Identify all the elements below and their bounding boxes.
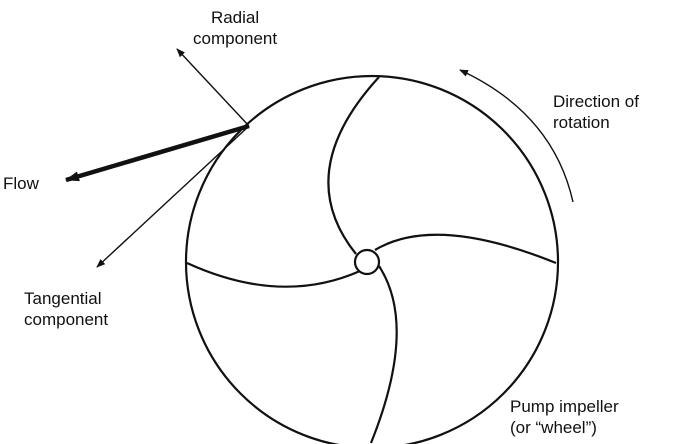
direction-of-rotation-label-line1: Direction of	[553, 92, 639, 111]
impeller-hub	[353, 248, 381, 276]
pump-impeller-label-line2: (or “wheel”)	[510, 418, 597, 437]
direction-of-rotation-label-line2: rotation	[553, 113, 610, 132]
flow-label: Flow	[3, 174, 39, 193]
rotation-direction-arrow	[459, 69, 574, 203]
direction-of-rotation-label: Direction of rotation	[553, 91, 639, 133]
vane-right	[374, 233, 557, 265]
radial-component-arrow	[176, 48, 250, 127]
pump-impeller-label: Pump impeller (or “wheel”)	[510, 396, 619, 438]
tangential-component-label-line1: Tangential	[24, 289, 102, 308]
impeller-wheel	[184, 74, 560, 444]
tangential-component-arrow	[96, 125, 250, 268]
pump-impeller-label-line1: Pump impeller	[510, 397, 619, 416]
flow-arrow	[65, 123, 250, 183]
tangential-component-label-line2: component	[24, 310, 109, 329]
radial-component-label-line2: component	[193, 29, 278, 48]
impeller-vanes	[186, 76, 557, 444]
vane-left	[186, 261, 361, 288]
radial-component-label-line1: Radial	[210, 8, 260, 27]
vane-top	[327, 76, 380, 255]
radial-component-label: Radial component	[193, 7, 277, 49]
vane-bottom	[369, 265, 398, 444]
tangential-component-label: Tangential component	[24, 288, 108, 330]
